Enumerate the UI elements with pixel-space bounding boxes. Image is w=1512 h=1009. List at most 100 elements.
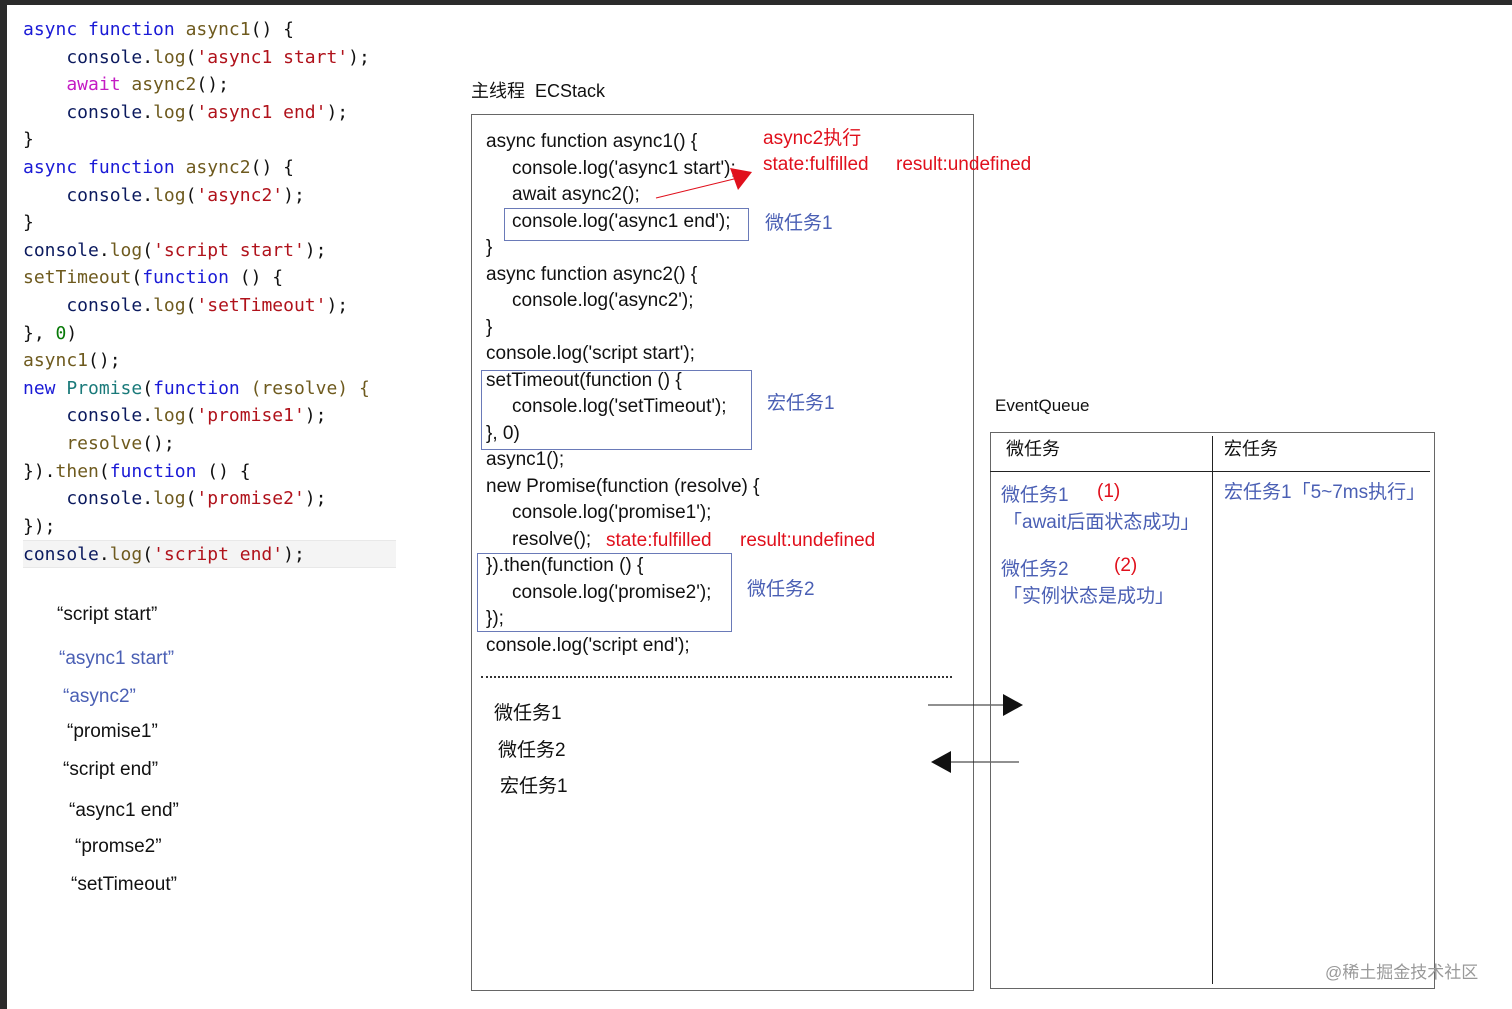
queue-micro1-desc: 「await后面状态成功」 (1003, 512, 1200, 533)
note-state: state:fulfilled (763, 154, 869, 175)
highlight-settimeout (481, 370, 752, 450)
code-token: ( (98, 460, 110, 482)
ecstack-line: async function async2() { (486, 264, 698, 285)
code-token: ( (185, 294, 197, 316)
output-item: “async1 start” (59, 648, 175, 669)
ecstack-line: console.log('script start'); (486, 343, 695, 364)
output-item: “setTimeout” (71, 874, 177, 895)
output-item: “script end” (63, 759, 159, 780)
code-token: log (153, 405, 186, 427)
code-token: ); (326, 101, 349, 123)
watermark: @稀土掘金技术社区 (1325, 963, 1479, 982)
code-token: async1 (23, 350, 89, 372)
macro-header: 宏任务 (1224, 439, 1278, 459)
code-token: new (23, 377, 67, 399)
code-line: console.log('script start'); (23, 237, 396, 265)
code-token: . (98, 239, 110, 261)
code-token: . (142, 46, 154, 68)
code-token: ( (185, 488, 197, 510)
code-token: ( (142, 544, 154, 566)
output-item: “promise1” (67, 721, 158, 742)
code-token: log (153, 294, 186, 316)
code-token: log (153, 184, 186, 206)
ecstack-line: new Promise(function (resolve) { (486, 476, 760, 497)
code-token: console (23, 101, 143, 123)
ecstack-line: console.log('async1 end'); (512, 211, 731, 232)
code-line: console.log('setTimeout'); (23, 292, 396, 320)
code-token: log (109, 239, 143, 261)
code-line: } (23, 126, 396, 154)
code-line: async function async2() { (23, 154, 396, 182)
code-token: }, (23, 322, 56, 344)
code-token: then (55, 460, 99, 482)
code-token: ); (348, 46, 370, 68)
code-token: }). (23, 460, 56, 482)
code-line: resolve(); (23, 430, 396, 458)
queue-micro1-num: (1) (1097, 481, 1121, 502)
code-token: async (23, 156, 89, 178)
code-token: Promise (66, 377, 143, 399)
code-line: async1(); (23, 347, 396, 375)
eventqueue-title: EventQueue (995, 396, 1090, 415)
code-token: 'promise2' (196, 488, 305, 510)
code-token: }); (23, 515, 56, 537)
code-token: ( (131, 267, 143, 289)
code-line: await async2(); (23, 71, 396, 99)
code-token: ) (66, 322, 78, 344)
header-divider (990, 471, 1430, 472)
code-token: console (23, 46, 143, 68)
ecstack-line: console.log('setTimeout'); (512, 396, 727, 417)
exec-order-item: 微任务2 (498, 740, 566, 761)
code-token: . (98, 544, 110, 566)
ecstack-line: setTimeout(function () { (486, 370, 682, 391)
code-token: console (23, 184, 143, 206)
ecstack-line: console.log('promise2'); (512, 582, 712, 603)
code-line: }).then(function () { (23, 458, 396, 486)
code-token: ); (304, 405, 327, 427)
code-token: ); (326, 294, 349, 316)
code-token: . (142, 184, 154, 206)
exec-order-item: 宏任务1 (500, 776, 568, 797)
code-line: console.log('async2'); (23, 182, 396, 210)
code-token: console (23, 405, 143, 427)
code-token: console (23, 239, 99, 261)
code-line: console.log('async1 start'); (23, 44, 396, 72)
note-result: result:undefined (896, 154, 1032, 175)
code-token: . (142, 294, 154, 316)
ecstack-line: }); (486, 608, 504, 629)
code-token: async2 (131, 74, 197, 96)
code-line: }, 0) (23, 320, 396, 348)
ecstack-line: console.log('async2'); (512, 290, 694, 311)
exec-order-item: 微任务1 (494, 703, 562, 724)
queue-micro2-desc: 「实例状态是成功」 (1003, 586, 1175, 607)
code-token: ( (185, 46, 197, 68)
code-token: ); (283, 184, 305, 206)
code-token: resolve (23, 432, 143, 454)
queue-micro1: 微任务1 (1001, 485, 1069, 506)
queue-micro2: 微任务2 (1001, 559, 1069, 580)
code-token: function (88, 19, 186, 40)
code-token: 'promise1' (196, 405, 305, 427)
code-token: () { (250, 156, 294, 178)
code-token: console (23, 488, 143, 510)
ecstack-line: } (486, 237, 493, 258)
code-token: async (23, 19, 89, 40)
code-token: setTimeout (23, 267, 132, 289)
code-token: ); (304, 239, 327, 261)
code-token: ( (142, 377, 154, 399)
code-token: 0 (55, 322, 67, 344)
label-macro1: 宏任务1 (767, 393, 835, 414)
window-top-bar (0, 0, 1512, 5)
ecstack-box (471, 114, 974, 991)
micro-header: 微任务 (1006, 439, 1060, 459)
code-token: } (23, 129, 34, 151)
code-token: function (153, 377, 251, 399)
code-token: ); (283, 544, 305, 566)
label-micro1: 微任务1 (765, 213, 833, 234)
output-item: “async1 end” (69, 800, 179, 821)
label-micro2: 微任务2 (747, 579, 815, 600)
code-token: ( (185, 101, 197, 123)
code-token: ); (304, 488, 327, 510)
code-token: log (109, 544, 143, 566)
ecstack-line: } (486, 317, 493, 338)
